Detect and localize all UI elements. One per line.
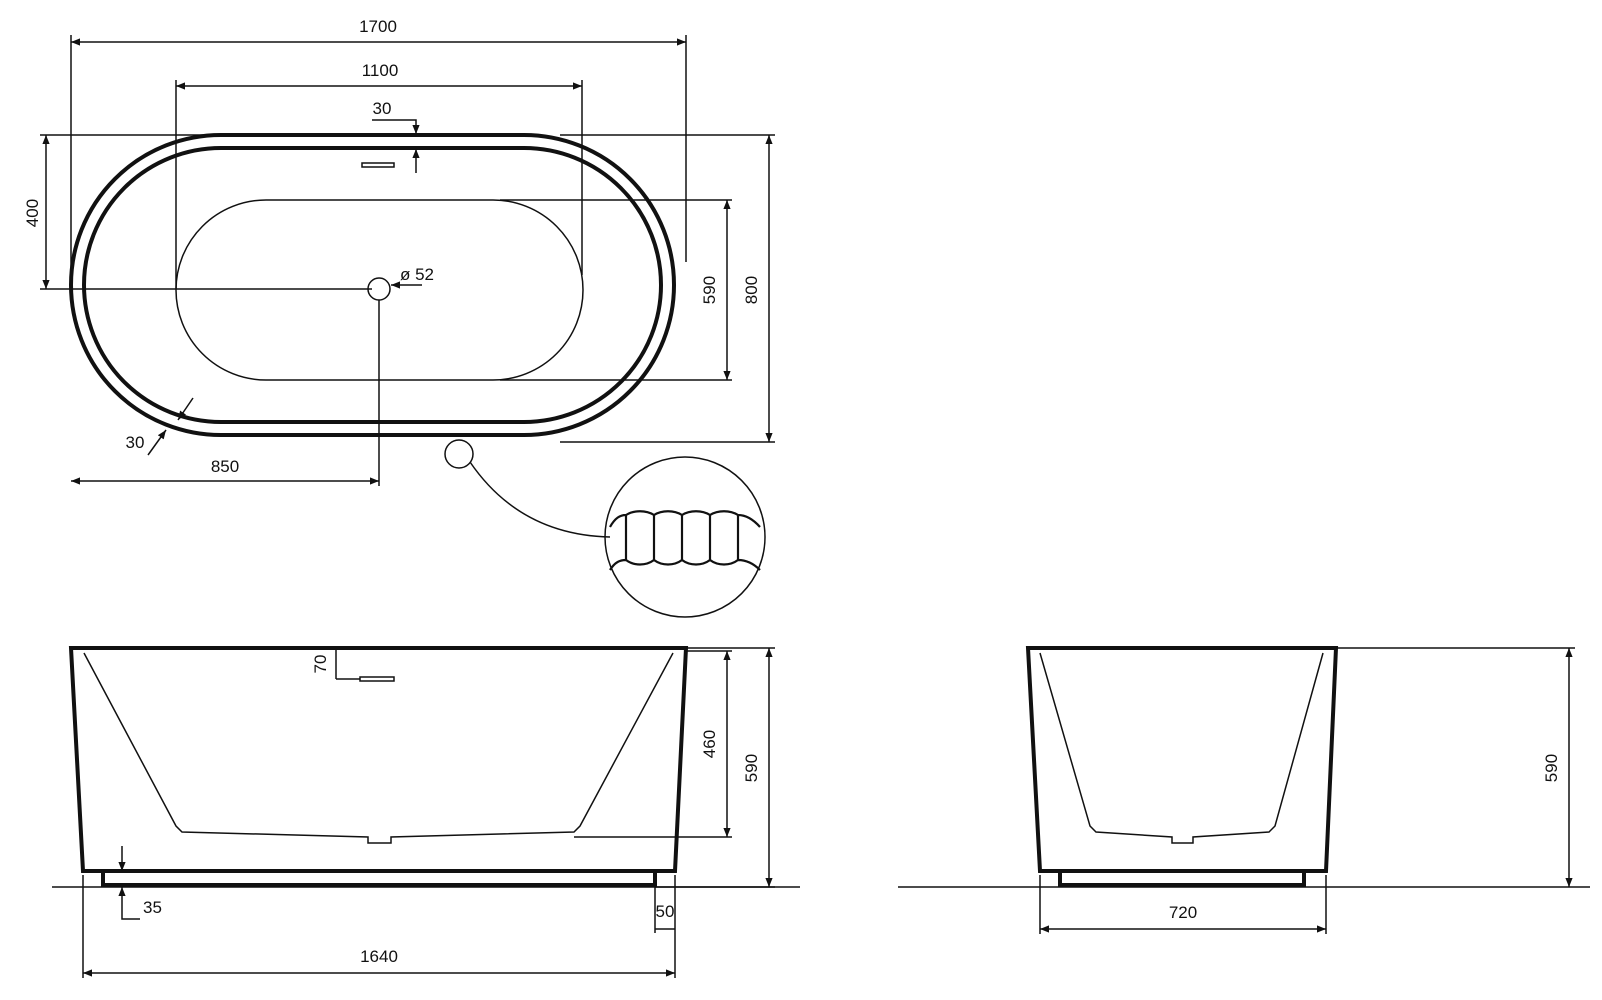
dim-rim-offset: 30 (373, 99, 392, 118)
front-tub-base (101, 871, 657, 887)
overflow-slot (361, 162, 395, 168)
dim-basin-depth: 460 (700, 730, 719, 758)
front-view: 70 460 590 35 50 1640 (52, 646, 800, 978)
dim-half-width: 400 (23, 199, 42, 227)
top-view: 1700 1100 30 400 ø 52 590 800 30 (23, 17, 775, 618)
dim-overflow-depth: 70 (311, 655, 330, 674)
detail-marker-circle (444, 439, 474, 469)
dim-base-height: 35 (143, 898, 162, 917)
side-tub-base (1058, 871, 1306, 887)
dim-overall-length: 1700 (359, 17, 397, 36)
dim-overall-height: 590 (742, 754, 761, 782)
front-overflow (359, 676, 395, 682)
dim-base-inset: 50 (656, 902, 675, 921)
dim-inner-length: 1100 (362, 61, 399, 80)
side-tub-body (1025, 646, 1339, 873)
dim-wall-thickness: 30 (126, 433, 145, 452)
dim-basin-width: 590 (700, 276, 719, 304)
dim-overall-width: 800 (742, 276, 761, 304)
detail-view-circle (604, 456, 766, 618)
front-basin-profile (83, 652, 674, 844)
tub-inner-rim (82, 146, 663, 424)
dim-drain-offset: 850 (211, 457, 239, 476)
dim-base-length: 1640 (360, 947, 398, 966)
dim-side-height: 590 (1542, 754, 1561, 782)
side-basin-profile (1039, 652, 1324, 844)
front-tub-body (68, 646, 689, 873)
dim-side-base-width: 720 (1169, 903, 1197, 922)
dim-drain-diameter: ø 52 (400, 265, 434, 284)
side-view: 590 720 (898, 646, 1590, 934)
wall-section-detail (609, 510, 761, 571)
